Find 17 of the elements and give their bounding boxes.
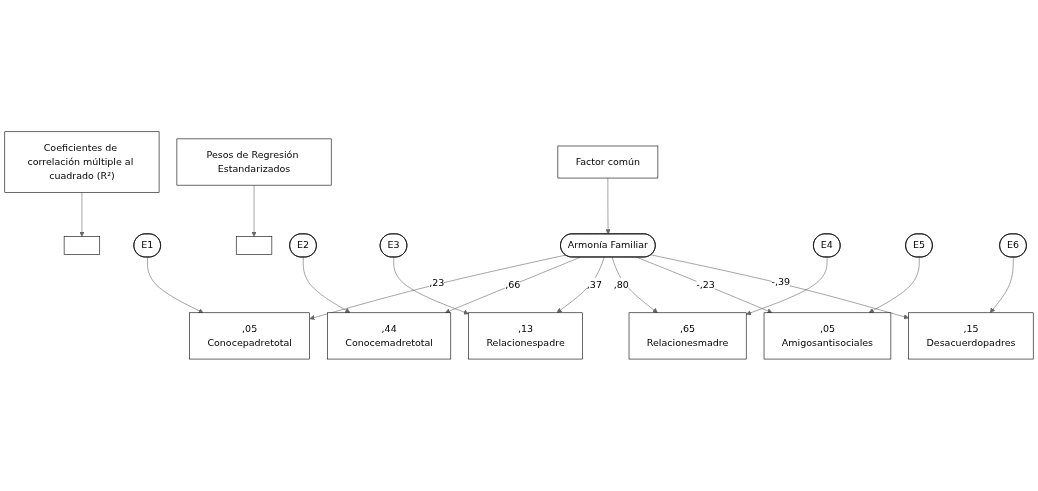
node-box: Factor común — [557, 145, 659, 179]
node-box: Pesos de Regresión Estandarizados — [176, 138, 332, 186]
node-box: ,13 Relacionespadre — [468, 312, 583, 360]
node-box: ,44 Conocemadretotal — [327, 312, 452, 360]
edge-label: -,39 — [771, 276, 791, 288]
node-box — [63, 236, 101, 255]
edge-label: ,23 — [429, 277, 445, 289]
node-box: Coeficientes de correlación múltiple al cuadrado (R²) — [4, 131, 160, 193]
node-box: ,05 Conocepadretotal — [189, 312, 310, 360]
edge-label: ,80 — [613, 279, 629, 291]
node-box: ,15 Desacuerdopadres — [908, 312, 1034, 360]
node-box — [235, 236, 273, 255]
node-box: ,65 Relacionesmadre — [628, 312, 747, 360]
edge-label: ,37 — [586, 279, 602, 291]
edge-label: -,23 — [696, 279, 715, 291]
node-box: ,05 Amigosantisociales — [763, 312, 892, 360]
edge-label: ,66 — [505, 279, 521, 291]
